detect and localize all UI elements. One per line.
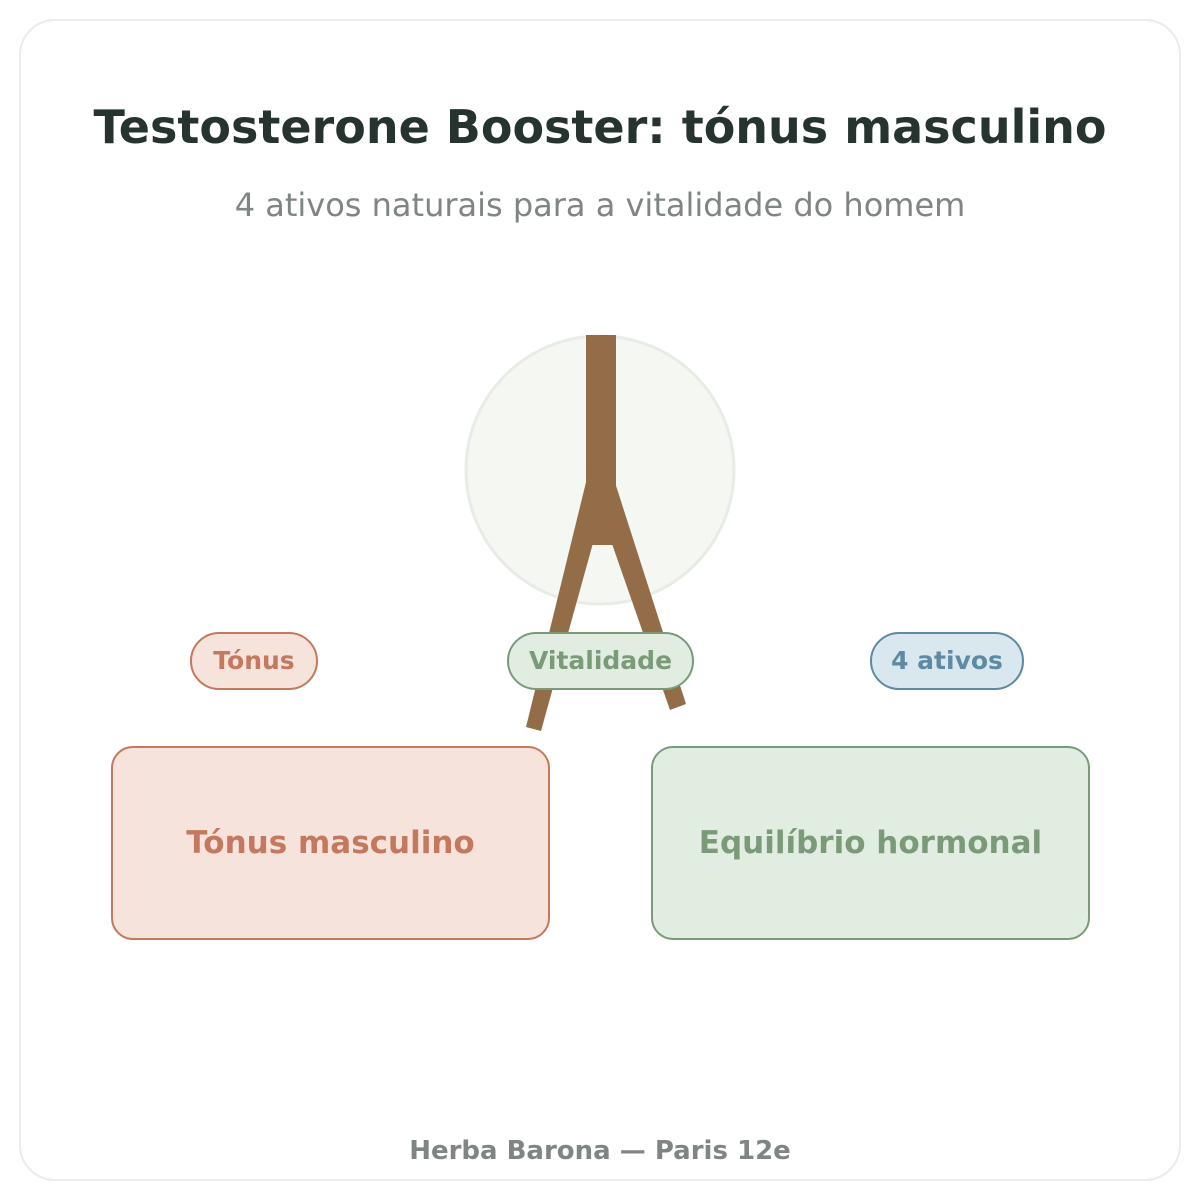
box-tonus-masculino: Tónus masculino xyxy=(111,746,550,940)
footer-brand: Herba Barona — Paris 12e xyxy=(409,1136,791,1166)
chip-tonus: Tónus xyxy=(190,632,318,690)
box-equilibrio-label: Equilíbrio hormonal xyxy=(698,825,1043,861)
box-tonus-label: Tónus masculino xyxy=(186,825,475,861)
box-equilibrio-hormonal: Equilíbrio hormonal xyxy=(651,746,1090,940)
page-title: Testosterone Booster: tónus masculino xyxy=(93,100,1107,154)
chip-vitalidade: Vitalidade xyxy=(507,632,694,690)
page-subtitle: 4 ativos naturais para a vitalidade do h… xyxy=(234,186,966,224)
chip-ativos: 4 ativos xyxy=(870,632,1024,690)
